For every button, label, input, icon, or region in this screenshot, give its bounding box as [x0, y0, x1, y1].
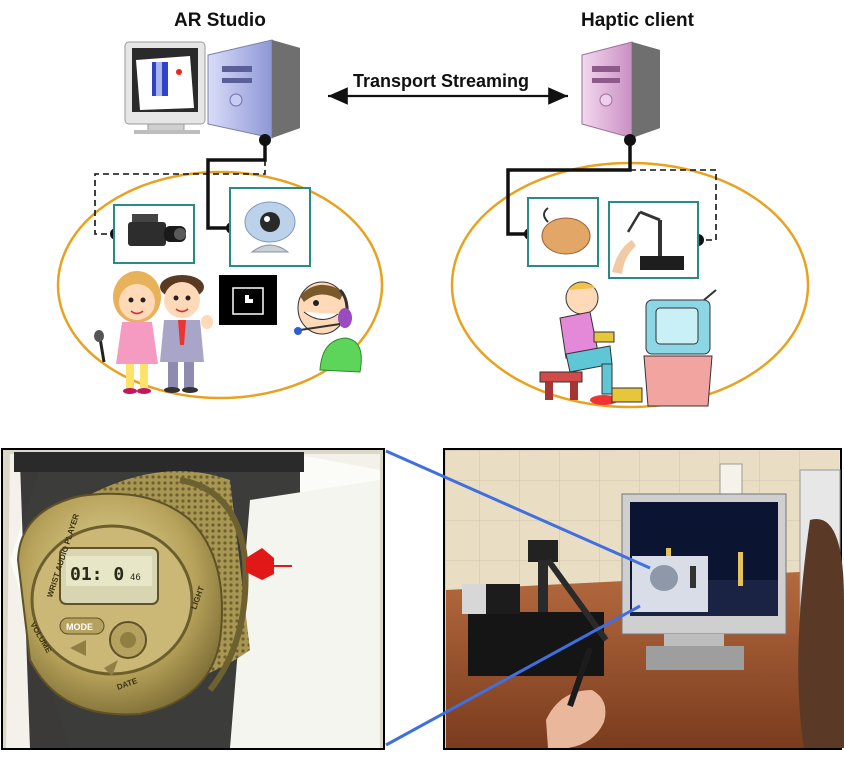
ar-studio-computer [124, 39, 300, 139]
watch-time-text: 01: 0 [70, 564, 124, 585]
haptic-client-port [624, 134, 636, 146]
mouse-device [527, 197, 599, 267]
presenters-illustration [94, 271, 213, 394]
zoom-line-top [385, 449, 651, 570]
camcorder-device [113, 204, 195, 264]
haptic-device-connector [629, 140, 717, 241]
haptic-client-group [450, 161, 810, 409]
watch-mode-button: MODE [66, 622, 93, 632]
operator-illustration [294, 281, 362, 373]
haptic-arm-device [608, 201, 699, 279]
haptic-user-illustration [539, 281, 717, 407]
watch-seconds-text: 46 [130, 573, 141, 583]
camcorder-connector [94, 140, 266, 235]
ar-marker [219, 275, 277, 325]
zoom-line-bottom [385, 604, 641, 747]
webcam-device [229, 187, 311, 267]
transport-streaming-label: Transport Streaming [353, 71, 530, 91]
haptic-setup-photo [443, 448, 844, 750]
ar-studio-port [259, 134, 271, 146]
ar-studio-title: AR Studio [174, 10, 266, 31]
haptic-client-title: Haptic client [581, 10, 694, 31]
ar-watch-view [1, 448, 385, 750]
haptic-client-computer [581, 41, 660, 139]
ar-studio-group [56, 170, 384, 400]
